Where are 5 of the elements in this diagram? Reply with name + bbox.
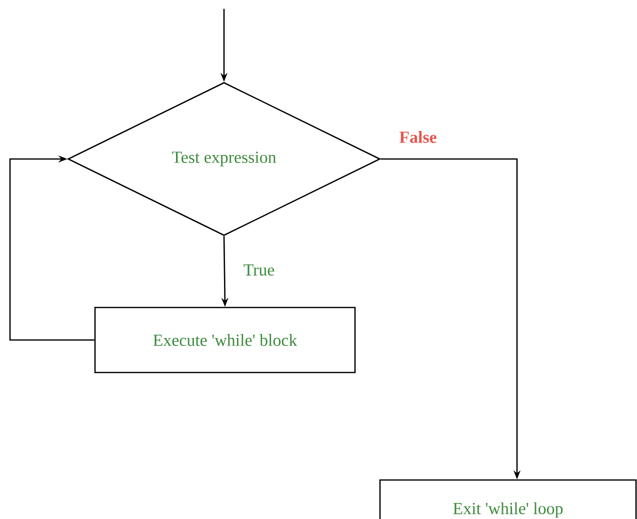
process-box: Execute 'while' block	[94, 306, 356, 374]
edge-label: False	[398, 130, 438, 144]
process-box: Exit 'while' loop	[379, 479, 637, 519]
edge-label: True	[242, 263, 276, 277]
arrow	[9, 155, 94, 341]
